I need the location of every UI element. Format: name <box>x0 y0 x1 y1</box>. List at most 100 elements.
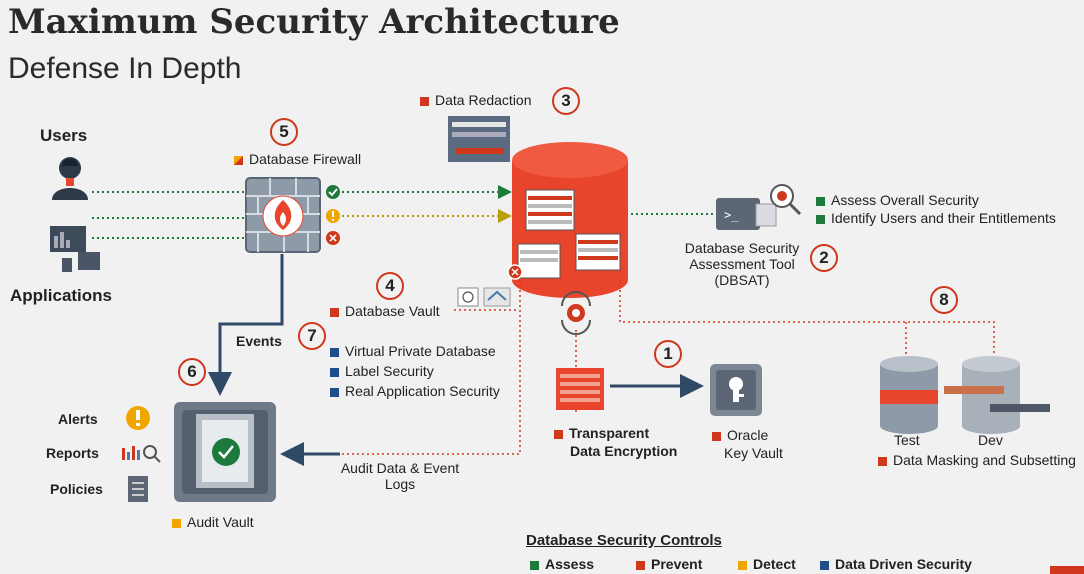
assess-square <box>816 214 825 224</box>
dev-label: Dev <box>978 432 1003 448</box>
key-vault-label: Oracle Key Vault <box>712 426 783 462</box>
reports-icon <box>122 445 161 463</box>
tde-label-line-1: Transparent <box>569 425 650 441</box>
key-rotation-icon <box>561 291 591 335</box>
alert-icon <box>126 406 150 430</box>
tde-number: 1 <box>654 340 682 368</box>
audit-vault-label: Audit Vault <box>172 514 254 530</box>
page-title: Maximum Security Architecture <box>8 2 620 42</box>
applications-icon <box>50 226 100 272</box>
legend-detect: Detect <box>738 556 796 572</box>
legend-assess: Assess <box>530 556 594 572</box>
dbsat-icon: >_ <box>716 184 802 230</box>
masking-number: 8 <box>930 286 958 314</box>
redaction-number: 3 <box>552 87 580 115</box>
masking-label: Data Masking and Subsetting <box>878 452 1076 468</box>
tde-label: Transparent Data Encryption <box>554 424 677 460</box>
assess-square <box>816 196 825 206</box>
prevent-square <box>878 456 887 466</box>
audit-data-line-2: Logs <box>384 476 416 492</box>
firewall-status-icons <box>326 185 340 245</box>
audit-vault-icon <box>174 402 276 502</box>
dev-database-icon <box>944 356 1050 434</box>
tde-label-line-2: Data Encryption <box>570 443 678 459</box>
policies-icon <box>128 476 148 502</box>
applications-label: Applications <box>10 286 113 305</box>
legend-title: Database Security Controls <box>526 532 722 549</box>
redaction-label: Data Redaction <box>420 92 532 108</box>
ras-item: Real Application Security <box>330 383 500 399</box>
audit-data-label: Audit Data & Event Logs <box>330 460 470 492</box>
firewall-label: Database Firewall <box>234 151 361 167</box>
database-icon <box>507 142 628 298</box>
data-driven-square <box>330 347 339 357</box>
vault-number: 4 <box>376 272 404 300</box>
masking-link <box>619 280 995 360</box>
data-driven-square <box>330 367 339 377</box>
policies-label: Policies <box>50 481 103 497</box>
dbsat-number: 2 <box>810 244 838 272</box>
audit-number: 6 <box>178 358 206 386</box>
dbsat-item-2-text: Identify Users and their Entitlements <box>831 210 1056 226</box>
firewall-icon <box>245 177 321 253</box>
dbsat-item-1: Assess Overall Security <box>816 192 979 208</box>
events-label: Events <box>236 333 282 349</box>
flow-lines-to-firewall <box>92 191 244 239</box>
audit-data-line-1: Audit Data & Event <box>340 460 460 476</box>
test-database-icon <box>880 356 938 434</box>
dbsat-label-line-2: Assessment Tool <box>689 256 795 272</box>
alerts-label: Alerts <box>58 411 98 427</box>
vpd-item: Virtual Private Database <box>330 343 496 359</box>
data-driven-square <box>820 560 829 570</box>
user-icon <box>52 157 88 200</box>
reports-label: Reports <box>46 445 99 461</box>
vault-label-text: Database Vault <box>345 303 440 319</box>
label-security-item: Label Security <box>330 363 434 379</box>
prevent-square <box>420 96 429 106</box>
tde-icon <box>556 368 604 410</box>
dbsat-item-1-text: Assess Overall Security <box>831 192 979 208</box>
events-arrow <box>208 254 284 396</box>
legend-prevent: Prevent <box>636 556 702 572</box>
redaction-label-text: Data Redaction <box>435 92 532 108</box>
label-security-item-text: Label Security <box>345 363 434 379</box>
corner-accent <box>1050 566 1084 574</box>
dbsat-label: Database Security Assessment Tool (DBSAT… <box>682 240 802 288</box>
detect-square <box>172 518 181 528</box>
key-vault-icon <box>710 364 762 416</box>
audit-vault-label-text: Audit Vault <box>187 514 254 530</box>
audit-data-link <box>286 280 521 455</box>
dbsat-label-line-3: (DBSAT) <box>714 272 770 288</box>
key-vault-line-2: Key Vault <box>724 445 783 461</box>
legend-data-driven-text: Data Driven Security <box>835 556 972 572</box>
firewall-label-text: Database Firewall <box>249 151 362 167</box>
legend-data-driven: Data Driven Security <box>820 556 972 572</box>
page-subtitle: Defense In Depth <box>8 52 242 85</box>
prevent-square <box>712 431 721 441</box>
vpd-item-text: Virtual Private Database <box>345 343 496 359</box>
flow-lines-to-database <box>342 185 512 223</box>
key-vault-line-1: Oracle <box>727 427 769 443</box>
users-label: Users <box>40 126 88 145</box>
prevent-square <box>330 307 339 317</box>
detect-prevent-square <box>234 155 243 165</box>
dbsat-label-line-1: Database Security <box>684 240 800 256</box>
legend-detect-text: Detect <box>753 556 796 572</box>
prevent-square <box>636 560 645 570</box>
assess-square <box>530 560 539 570</box>
data-driven-square <box>330 387 339 397</box>
database-vault-icons <box>457 287 511 307</box>
data-redaction-icon <box>448 116 510 162</box>
detect-square <box>738 560 747 570</box>
svg-text:>_: >_ <box>724 208 739 222</box>
ras-item-text: Real Application Security <box>345 383 500 399</box>
masking-label-text: Data Masking and Subsetting <box>893 452 1076 468</box>
legend-prevent-text: Prevent <box>651 556 703 572</box>
controls7-number: 7 <box>298 322 326 350</box>
test-label: Test <box>894 432 920 448</box>
firewall-number: 5 <box>270 118 298 146</box>
vault-label: Database Vault <box>330 303 440 319</box>
legend-assess-text: Assess <box>545 556 595 572</box>
dbsat-item-2: Identify Users and their Entitlements <box>816 210 1056 226</box>
